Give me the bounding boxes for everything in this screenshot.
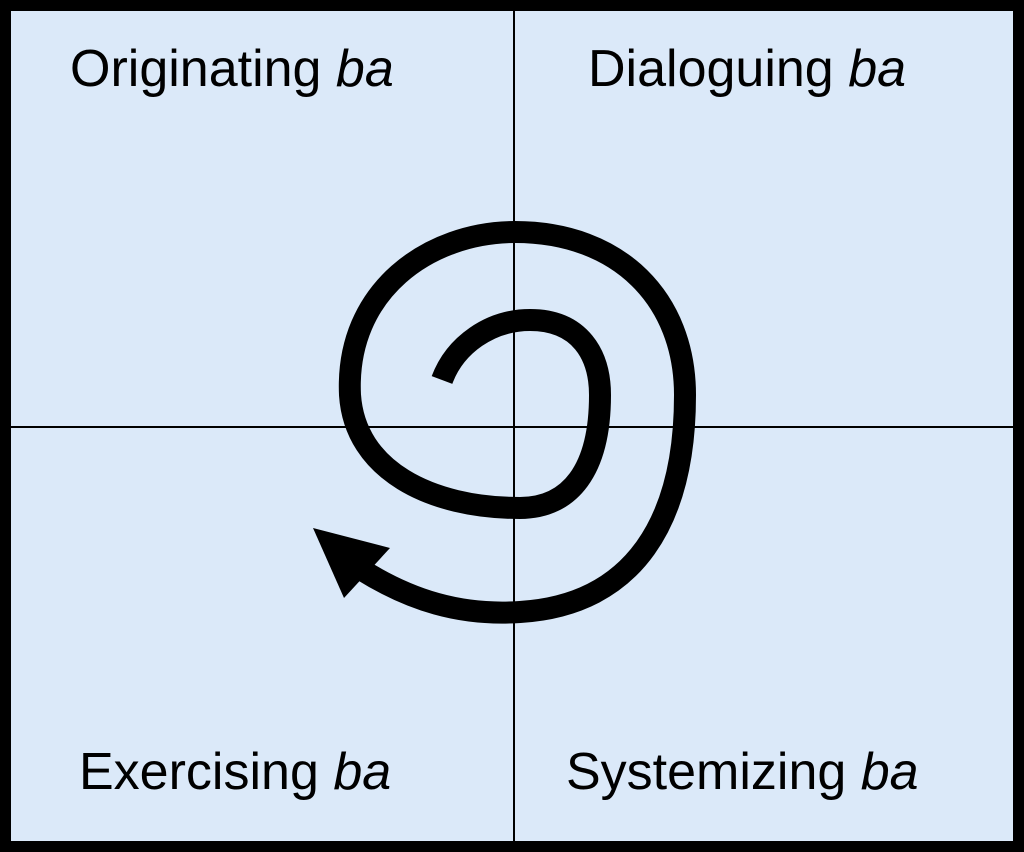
quadrant-originating: Originating ba — [11, 11, 513, 426]
quadrant-exercising: Exercising ba — [11, 428, 513, 841]
quadrant-name: Exercising — [79, 743, 319, 801]
quadrant-label-exercising: Exercising ba — [79, 746, 391, 798]
quadrant-suffix: ba — [860, 743, 919, 801]
quadrant-suffix: ba — [335, 40, 394, 98]
quadrant-suffix: ba — [333, 743, 392, 801]
quadrant-label-dialoguing: Dialoguing ba — [588, 43, 906, 95]
quadrant-name: Dialoguing — [588, 40, 834, 98]
quadrant-name: Systemizing — [566, 743, 847, 801]
quadrant-label-originating: Originating ba — [70, 43, 394, 95]
quadrant-name: Originating — [70, 40, 322, 98]
quadrant-systemizing: Systemizing ba — [515, 428, 1013, 841]
quadrant-label-systemizing: Systemizing ba — [566, 746, 919, 798]
quadrant-dialoguing: Dialoguing ba — [515, 11, 1013, 426]
quadrant-suffix: ba — [848, 40, 907, 98]
